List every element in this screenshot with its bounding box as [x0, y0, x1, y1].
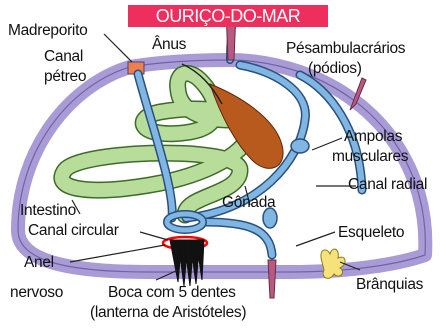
gills	[320, 248, 346, 279]
label-esqueleto: Esqueleto	[338, 224, 405, 241]
label-gonada: Gônada	[222, 194, 276, 211]
water-vascular-system	[133, 18, 367, 260]
label-ampolas-line1: Ampolas	[344, 128, 403, 145]
gonad	[209, 83, 284, 169]
label-podios: (pódios)	[308, 60, 362, 77]
label-canal-circular: Canal circular	[28, 222, 119, 239]
label-boca: Boca com 5 dentes	[108, 284, 236, 301]
label-anel-line2: nervoso	[10, 284, 64, 301]
label-canal-petreo-line2: pétreo	[44, 68, 87, 85]
label-madreporito: Madreporito	[8, 22, 88, 39]
leader-lines	[69, 33, 361, 281]
ampulla-2	[262, 207, 278, 229]
label-pes-ambulacrarios: Pésambulacrários	[286, 40, 406, 57]
label-anus: Ânus	[152, 36, 187, 53]
label-canal-radial: Canal radial	[348, 176, 428, 193]
label-anel-line1: Anel	[24, 254, 54, 271]
label-branquias: Brânquias	[356, 276, 424, 293]
aristotle-lantern-teeth	[169, 239, 205, 287]
label-lanterna: (lanterna de Aristóteles)	[90, 304, 247, 321]
diagram-title: OURIÇO-DO-MAR	[155, 6, 301, 26]
label-intestino: Intestino	[20, 202, 76, 219]
label-canal-petreo-line1: Canal	[44, 48, 83, 65]
title-banner	[128, 5, 328, 27]
ampulla-1	[290, 138, 310, 154]
label-ampolas-line2: musculares	[332, 148, 409, 165]
